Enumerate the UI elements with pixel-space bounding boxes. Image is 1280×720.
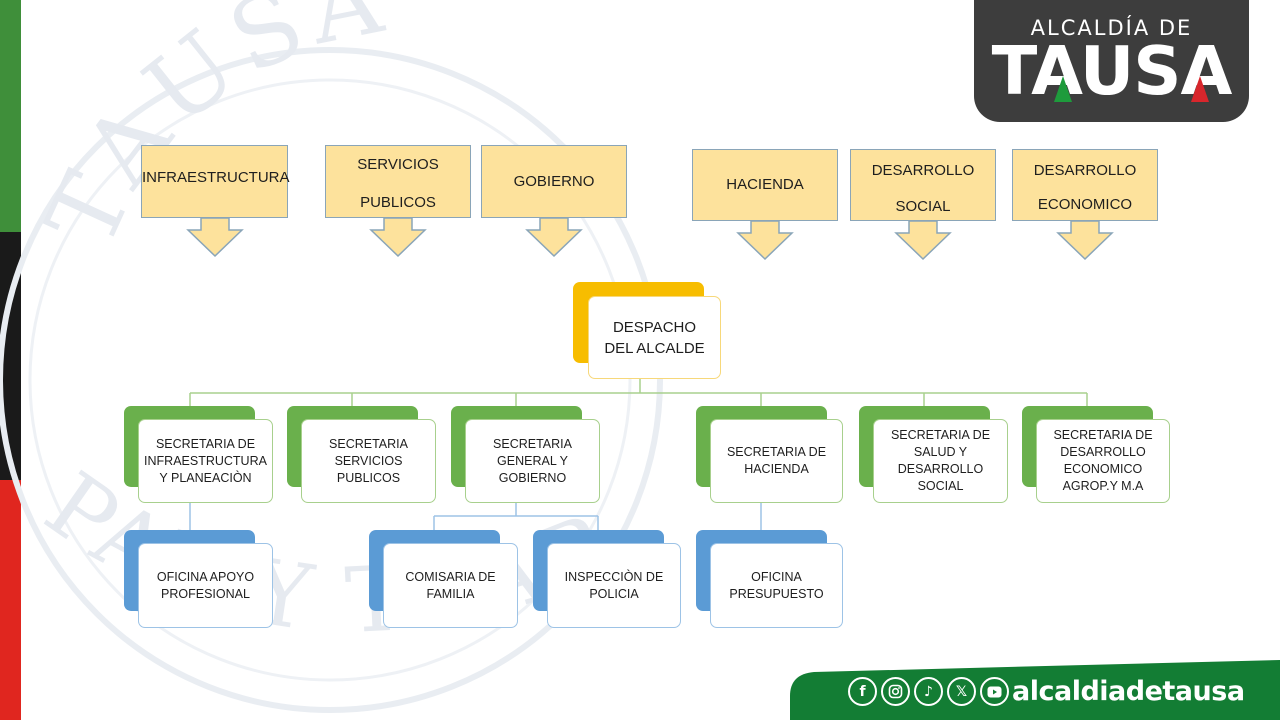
tiktok-icon[interactable]: ♪ xyxy=(914,677,943,706)
top-box-infraestructura: INFRAESTRUCTURA xyxy=(141,145,290,218)
arrow-down-icon xyxy=(186,217,244,258)
youtube-icon[interactable] xyxy=(980,677,1009,706)
arrow-down-icon xyxy=(894,220,952,261)
arrow-down-icon xyxy=(1056,220,1114,261)
logo-top-text: ALCALDÍA DE xyxy=(1030,16,1193,40)
oficina-presupuesto: OFICINA PRESUPUESTO xyxy=(710,543,843,628)
arrow-down-icon xyxy=(525,217,583,258)
comisaria-de-familia: COMISARIA DE FAMILIA xyxy=(383,543,518,628)
arrow-down-icon xyxy=(369,217,427,258)
logo-main-text: TAUSA xyxy=(991,32,1233,110)
oficina-apoyo-profesional: OFICINA APOYO PROFESIONAL xyxy=(138,543,273,628)
alcaldia-logo: ALCALDÍA DE TAUSA xyxy=(974,0,1249,122)
top-box-hacienda: HACIENDA xyxy=(692,149,838,221)
flag-stripe-black xyxy=(0,232,21,480)
top-box-servicios-publicos: SERVICIOS PUBLICOS xyxy=(325,145,471,218)
top-box-desarrollo-economico: DESARROLLO ECONOMICO xyxy=(1012,149,1158,221)
secretaria-general-gobierno: SECRETARIA GENERAL Y GOBIERNO xyxy=(465,419,600,503)
flag-stripe-red xyxy=(0,480,21,720)
secretaria-salud-desarrollo-social: SECRETARIA DE SALUD Y DESARROLLO SOCIAL xyxy=(873,419,1008,503)
secretaria-servicios-publicos: SECRETARIA SERVICIOS PUBLICOS xyxy=(301,419,436,503)
flag-stripe-green xyxy=(0,0,21,232)
top-box-gobierno: GOBIERNO xyxy=(481,145,627,218)
footer-social-bar xyxy=(790,660,1280,720)
facebook-icon[interactable]: f xyxy=(848,677,877,706)
instagram-icon[interactable] xyxy=(881,677,910,706)
root-node-despacho-alcalde: DESPACHO DEL ALCALDE xyxy=(588,296,721,379)
top-box-desarrollo-social: DESARROLLO SOCIAL xyxy=(850,149,996,221)
secretaria-desarrollo-economico: SECRETARIA DE DESARROLLO ECONOMICO AGROP… xyxy=(1036,419,1170,503)
x-icon[interactable]: 𝕏 xyxy=(947,677,976,706)
secretaria-hacienda: SECRETARIA DE HACIENDA xyxy=(710,419,843,503)
secretaria-infraestructura: SECRETARIA DE INFRAESTRUCTURA Y PLANEACI… xyxy=(138,419,273,503)
inspeccion-de-policia: INSPECCIÒN DE POLICIA xyxy=(547,543,681,628)
logo-green-triangle-icon xyxy=(1054,76,1072,102)
social-handle[interactable]: alcaldiadetausa xyxy=(1012,676,1245,707)
logo-red-triangle-icon xyxy=(1191,76,1209,102)
arrow-down-icon xyxy=(736,220,794,261)
